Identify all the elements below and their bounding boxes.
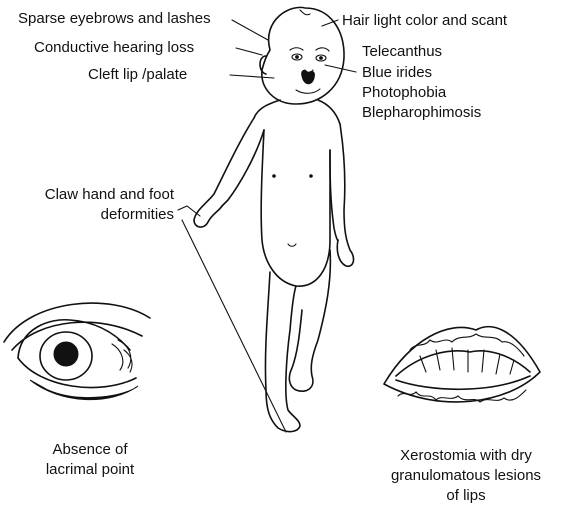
right-arm-inner <box>330 150 338 241</box>
label-claw-hand-line1: Claw hand and foot <box>24 185 174 204</box>
label-cleft-lip: Cleft lip /palate <box>88 65 187 84</box>
upper-lid-inner <box>12 322 142 350</box>
infant-chin <box>296 89 320 93</box>
label-telecanthus: Telecanthus <box>362 42 442 61</box>
label-xerostomia-line3: of lips <box>376 486 556 505</box>
lips-opening-bottom <box>396 376 530 389</box>
label-sparse-eyebrows: Sparse eyebrows and lashes <box>18 9 211 28</box>
leader-line-eyes <box>325 65 356 72</box>
right-leg <box>289 250 330 391</box>
navel <box>288 244 296 246</box>
label-xerostomia-line2: granulomatous lesions <box>376 466 556 485</box>
right-shoulder <box>318 100 340 124</box>
infant-figure <box>194 7 353 431</box>
pupil <box>54 342 78 366</box>
lips-closeup <box>384 327 540 402</box>
lip-lesions-lower <box>398 390 526 402</box>
label-xerostomia-line1: Xerostomia with dry <box>376 446 556 465</box>
left-brow <box>290 48 303 50</box>
right-brow <box>316 48 329 51</box>
right-nipple <box>310 175 313 178</box>
left-leg <box>265 272 300 432</box>
left-nipple <box>273 175 276 178</box>
label-photophobia: Photophobia <box>362 83 446 102</box>
left-pupil <box>296 56 299 59</box>
label-blepharophimosis: Blepharophimosis <box>362 103 481 122</box>
label-hearing-loss: Conductive hearing loss <box>34 38 194 57</box>
right-arm <box>337 124 353 266</box>
label-claw-hand-line2: deformities <box>24 205 174 224</box>
infant-torso <box>261 130 330 286</box>
leader-line-foot <box>182 220 286 432</box>
leader-line-cleft <box>230 75 274 78</box>
eye-closeup <box>4 303 150 400</box>
label-lacrimal-line2: lacrimal point <box>10 460 170 479</box>
label-blue-irides: Blue irides <box>362 63 432 82</box>
left-arm-inner <box>222 130 264 206</box>
hair-tuft <box>300 10 310 15</box>
inner-canthus <box>112 340 132 372</box>
right-pupil <box>320 57 323 60</box>
label-hair: Hair light color and scant <box>342 11 507 30</box>
left-shoulder <box>254 100 280 118</box>
leader-line-hearing <box>236 48 262 55</box>
label-lacrimal-line1: Absence of <box>10 440 170 459</box>
leader-line-eyebrows <box>232 20 268 40</box>
lips-opening-top <box>396 351 530 376</box>
